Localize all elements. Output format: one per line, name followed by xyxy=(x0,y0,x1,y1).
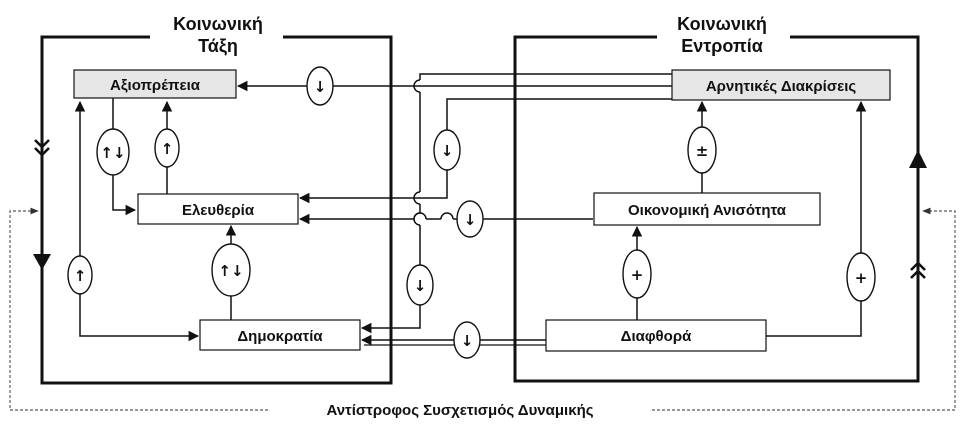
box-corruption-label: Διαφθορά xyxy=(621,328,692,345)
inverse-dynamics-label: Αντίστροφος Συσχετισμός Δυναμικής xyxy=(326,402,593,419)
sign-discrimination-freedom: ↓ xyxy=(433,129,461,171)
right-frame xyxy=(513,35,920,383)
box-negative-discrimination: Αρνητικές Διακρίσεις xyxy=(671,69,891,101)
arrow-dignity-democracy xyxy=(74,100,200,342)
svg-text:↑: ↑ xyxy=(161,140,174,158)
arrow-corruption-to-discrimination xyxy=(766,100,867,337)
inequality-line-hops xyxy=(413,212,454,220)
svg-text:↓: ↓ xyxy=(414,277,427,295)
sign-dignity-freedom: ↑↓ xyxy=(96,128,130,176)
sign-discrimination-democracy: ↓ xyxy=(406,264,434,306)
box-freedom-label: Ελευθερία xyxy=(182,202,255,219)
left-side-arrow xyxy=(33,139,51,270)
right-side-arrow xyxy=(909,150,927,279)
svg-text:±: ± xyxy=(696,142,709,160)
box-democracy-label: Δημοκρατία xyxy=(237,328,323,345)
box-freedom: Ελευθερία xyxy=(137,193,299,225)
box-corruption: Διαφθορά xyxy=(545,319,767,352)
sign-corruption-discrimination: + xyxy=(846,252,876,302)
sign-corruption-democracy: ↓ xyxy=(453,321,481,359)
box-democracy: Δημοκρατία xyxy=(199,319,361,351)
arrow-discrimination-to-democracy xyxy=(362,73,672,328)
right-title-line1: Κοινωνική xyxy=(677,14,767,34)
box-negative-discrimination-label: Αρνητικές Διακρίσεις xyxy=(706,78,857,95)
sign-democracy-freedom: ↑↓ xyxy=(211,243,251,297)
arrow-discrimination-to-freedom xyxy=(298,98,672,204)
svg-text:↓: ↓ xyxy=(464,211,477,229)
svg-text:+: + xyxy=(855,269,868,287)
line-hops xyxy=(413,79,421,226)
svg-text:↓: ↓ xyxy=(461,332,474,350)
svg-text:↓: ↓ xyxy=(441,142,454,160)
box-economic-inequality: Οικονομική Ανισότητα xyxy=(593,192,821,226)
sign-inequality-freedom: ↓ xyxy=(456,200,484,238)
sign-freedom-dignity: ↑ xyxy=(154,128,180,168)
left-frame xyxy=(40,35,393,385)
left-title-line1: Κοινωνική xyxy=(173,14,263,34)
svg-text:↓: ↓ xyxy=(314,78,327,96)
svg-text:↑↓: ↑↓ xyxy=(100,144,125,162)
box-dignity-label: Αξιοπρέπεια xyxy=(110,77,201,94)
sign-dignity-democracy: ↑ xyxy=(67,255,93,295)
box-dignity: Αξιοπρέπεια xyxy=(73,69,237,99)
svg-text:↑↓: ↑↓ xyxy=(218,262,243,280)
sign-corruption-inequality: + xyxy=(622,249,652,299)
sign-discrimination-dignity: ↓ xyxy=(306,66,334,106)
left-title-line2: Τάξη xyxy=(198,36,238,57)
right-title-line2: Εντροπία xyxy=(681,36,763,56)
svg-text:+: + xyxy=(631,266,644,284)
sign-inequality-discrimination: ± xyxy=(687,126,717,174)
svg-text:↑: ↑ xyxy=(74,267,87,285)
box-economic-inequality-label: Οικονομική Ανισότητα xyxy=(628,202,787,219)
inverse-dynamics-loop xyxy=(9,207,956,411)
